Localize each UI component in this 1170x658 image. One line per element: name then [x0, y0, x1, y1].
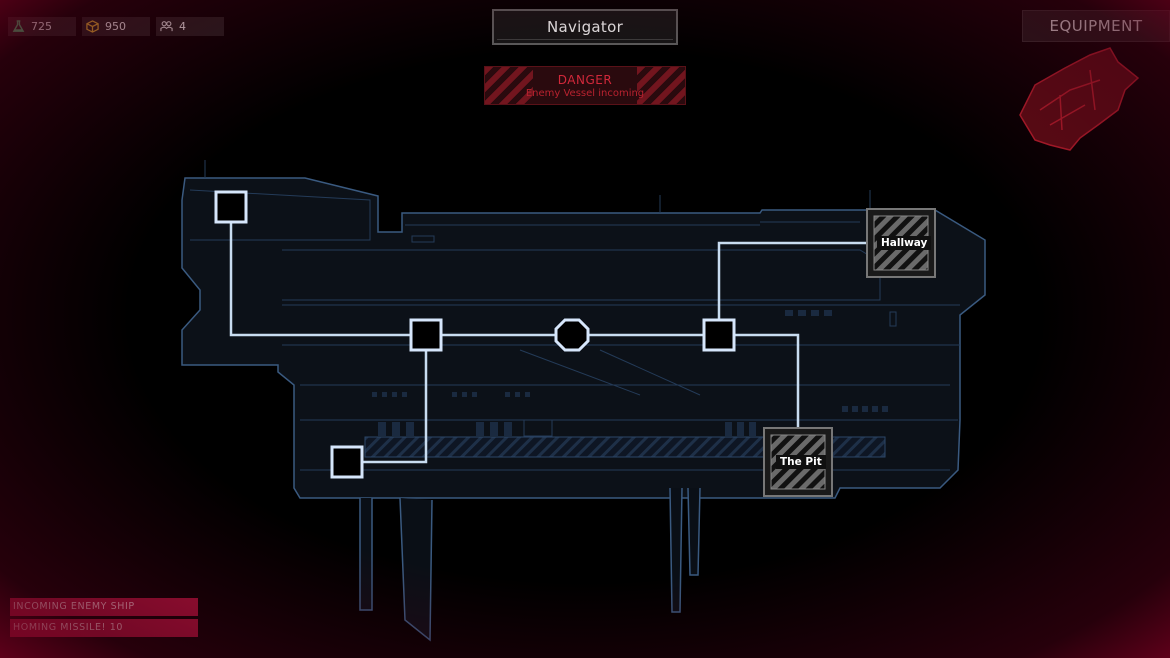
alert-list: INCOMING ENEMY SHIP HOMING MISSILE! 10	[10, 598, 198, 640]
flask-icon	[12, 20, 25, 32]
page-title: Navigator	[492, 9, 678, 45]
resource-crew: 4	[156, 17, 224, 36]
crate-icon	[86, 20, 99, 33]
map-node[interactable]	[409, 318, 443, 352]
danger-title: DANGER	[557, 72, 613, 87]
warning-stripes	[637, 67, 685, 104]
resource-science-value: 725	[31, 20, 52, 33]
map-node-current[interactable]	[554, 318, 590, 352]
danger-subtitle: Enemy Vessel incoming	[525, 87, 645, 99]
map-node[interactable]	[330, 445, 364, 479]
map-node[interactable]	[214, 190, 248, 224]
room-hallway-label: Hallway	[877, 236, 932, 250]
alert-item: INCOMING ENEMY SHIP	[10, 598, 198, 616]
equipment-button[interactable]: EQUIPMENT	[1022, 10, 1170, 42]
danger-banner: DANGER Enemy Vessel incoming	[484, 66, 686, 105]
enemy-ship-icon	[1019, 47, 1140, 151]
map-node[interactable]	[702, 318, 736, 352]
resource-scrap-value: 950	[105, 20, 126, 33]
resource-bar: 725 950 4	[8, 17, 224, 36]
resource-science: 725	[8, 17, 76, 36]
alert-item: HOMING MISSILE! 10	[10, 619, 198, 637]
crew-icon	[160, 21, 173, 32]
room-the-pit-label: The Pit	[776, 455, 826, 469]
resource-crew-value: 4	[179, 20, 186, 33]
resource-scrap: 950	[82, 17, 150, 36]
